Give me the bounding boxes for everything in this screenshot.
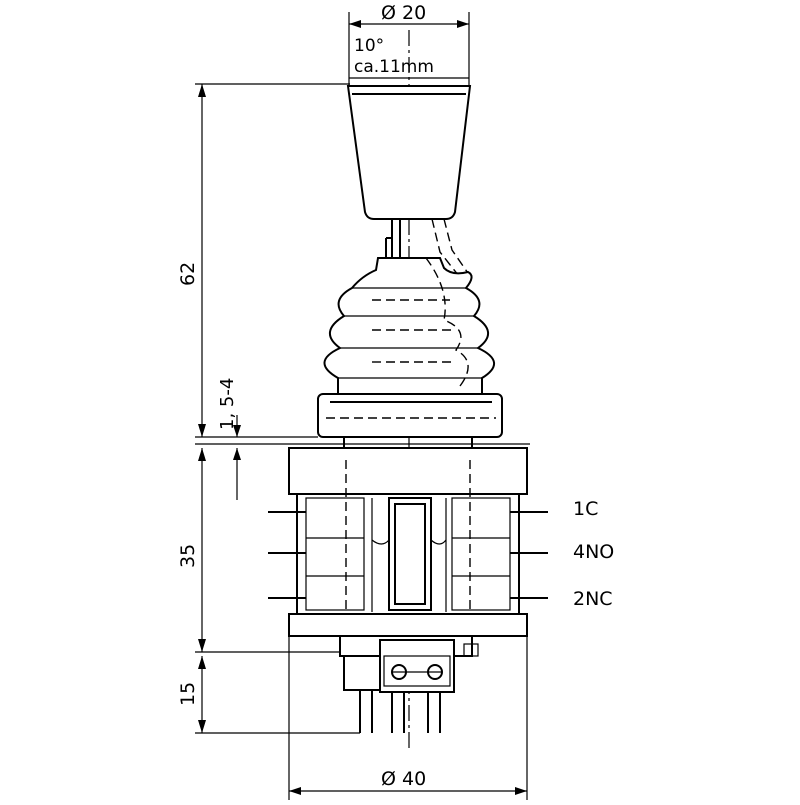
contact-label-1c: 1C bbox=[573, 498, 598, 520]
knob bbox=[346, 85, 472, 301]
body-height-label: 35 bbox=[177, 544, 199, 568]
panel-thickness-label: 1, 5-4 bbox=[217, 378, 238, 430]
rubber-boot bbox=[317, 257, 503, 448]
overall-height-label: 62 bbox=[177, 262, 199, 286]
dimension-lines bbox=[195, 12, 530, 800]
switch-body bbox=[268, 447, 548, 637]
contact-label-4no: 4NO bbox=[573, 541, 614, 563]
terminal-height-label: 15 bbox=[177, 682, 199, 706]
top-diameter-label: Ø 20 bbox=[381, 2, 426, 24]
terminal-block bbox=[339, 635, 479, 733]
contact-label-2nc: 2NC bbox=[573, 588, 613, 610]
body-diameter-label: Ø 40 bbox=[381, 768, 426, 790]
travel-label: ca.11mm bbox=[354, 57, 434, 77]
angle-label: 10° bbox=[354, 36, 384, 56]
